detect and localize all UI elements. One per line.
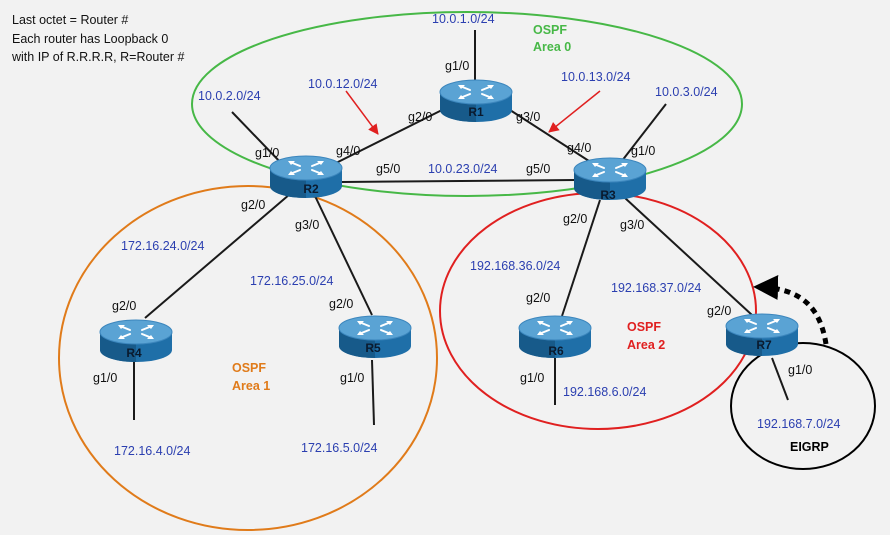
r2-interface-g2-0: g2/0 xyxy=(241,198,265,212)
r3-interface-g4-0: g4/0 xyxy=(567,141,591,155)
note-line-3: with IP of R.R.R.R, R=Router # xyxy=(11,50,184,64)
network-192-168-36: 192.168.36.0/24 xyxy=(470,259,560,273)
ospf-area-0-label-line-2: Area 0 xyxy=(533,40,571,54)
network-172-16-5: 172.16.5.0/24 xyxy=(301,441,378,455)
network-192-168-37: 192.168.37.0/24 xyxy=(611,281,701,295)
r3-interface-g1-0: g1/0 xyxy=(631,144,655,158)
ospf-area-1-label-line-1: OSPF xyxy=(232,361,266,375)
router-r3[interactable]: R3 xyxy=(573,157,647,202)
link-r7-stub xyxy=(771,357,789,401)
network-172-16-24: 172.16.24.0/24 xyxy=(121,239,204,253)
ospf-area-1-boundary xyxy=(58,185,438,531)
link-r3-r6 xyxy=(561,199,601,317)
r7-interface-g1-0: g1/0 xyxy=(788,363,812,377)
note-line-1: Last octet = Router # xyxy=(12,13,128,27)
ospf-area-1-label-line-2: Area 1 xyxy=(232,379,270,393)
ospf-area-2-label-line-2: Area 2 xyxy=(627,338,665,352)
router-r5[interactable]: R5 xyxy=(338,315,412,359)
router-r1[interactable]: R1 xyxy=(439,79,513,123)
link-r2-r5 xyxy=(314,195,373,316)
network-10-0-13: 10.0.13.0/24 xyxy=(561,70,631,84)
network-10-0-3: 10.0.3.0/24 xyxy=(655,85,718,99)
network-10-0-1: 10.0.1.0/24 xyxy=(432,12,495,26)
arrow-to-link-r1-r3 xyxy=(548,90,601,133)
router-r2-label: R2 xyxy=(303,182,319,196)
r5-interface-g1-0: g1/0 xyxy=(340,371,364,385)
router-r4-label: R4 xyxy=(126,346,142,360)
r4-interface-g1-0: g1/0 xyxy=(93,371,117,385)
link-r2-stub xyxy=(231,111,285,167)
network-192-168-6: 192.168.6.0/24 xyxy=(563,385,646,399)
network-10-0-12: 10.0.12.0/24 xyxy=(308,77,378,91)
r2-interface-g3-0: g3/0 xyxy=(295,218,319,232)
router-r7-label: R7 xyxy=(756,338,772,352)
ospf-area-0-boundary xyxy=(191,11,743,197)
router-r5-label: R5 xyxy=(365,341,381,355)
arrow-to-link-r1-r2 xyxy=(345,90,379,135)
r7-interface-g2-0: g2/0 xyxy=(707,304,731,318)
network-10-0-23: 10.0.23.0/24 xyxy=(428,162,498,176)
r6-interface-g2-0: g2/0 xyxy=(526,291,550,305)
r1-interface-g1-0: g1/0 xyxy=(445,59,469,73)
note-line-2: Each router has Loopback 0 xyxy=(12,32,168,46)
router-r7[interactable]: R7 xyxy=(725,313,799,357)
ospf-area-0-label-line-1: OSPF xyxy=(533,23,567,37)
router-r2[interactable]: R2 xyxy=(269,155,343,199)
r1-interface-g3-0: g3/0 xyxy=(516,110,540,124)
r1-interface-g2-0: g2/0 xyxy=(408,110,432,124)
link-r2-r4 xyxy=(144,193,291,319)
eigrp-label: EIGRP xyxy=(790,440,829,454)
link-r1-r2 xyxy=(317,109,443,173)
router-r1-label: R1 xyxy=(468,105,484,119)
r5-interface-g2-0: g2/0 xyxy=(329,297,353,311)
link-r3-stub xyxy=(617,103,667,167)
r2-interface-g5-0: g5/0 xyxy=(376,162,400,176)
r4-interface-g2-0: g2/0 xyxy=(112,299,136,313)
network-172-16-4: 172.16.4.0/24 xyxy=(114,444,191,458)
router-r3-label: R3 xyxy=(600,188,616,202)
router-r6-label: R6 xyxy=(548,344,564,358)
eigrp-domain-boundary xyxy=(730,342,876,470)
ospf-area-2-label-line-1: OSPF xyxy=(627,320,661,334)
link-r2-r3 xyxy=(340,179,576,183)
redistribution-arrow xyxy=(753,274,829,345)
link-r3-r7 xyxy=(624,197,753,316)
router-r4[interactable]: R4 xyxy=(99,319,173,363)
r6-interface-g1-0: g1/0 xyxy=(520,371,544,385)
r2-interface-g4-0: g4/0 xyxy=(336,144,360,158)
r3-interface-g5-0: g5/0 xyxy=(526,162,550,176)
network-10-0-2: 10.0.2.0/24 xyxy=(198,89,261,103)
link-r5-stub xyxy=(371,359,375,426)
r3-interface-g2-0: g2/0 xyxy=(563,212,587,226)
r2-interface-g1-0: g1/0 xyxy=(255,146,279,160)
network-172-16-25: 172.16.25.0/24 xyxy=(250,274,333,288)
router-r6[interactable]: R6 xyxy=(518,315,592,359)
r3-interface-g3-0: g3/0 xyxy=(620,218,644,232)
network-192-168-7: 192.168.7.0/24 xyxy=(757,417,840,431)
